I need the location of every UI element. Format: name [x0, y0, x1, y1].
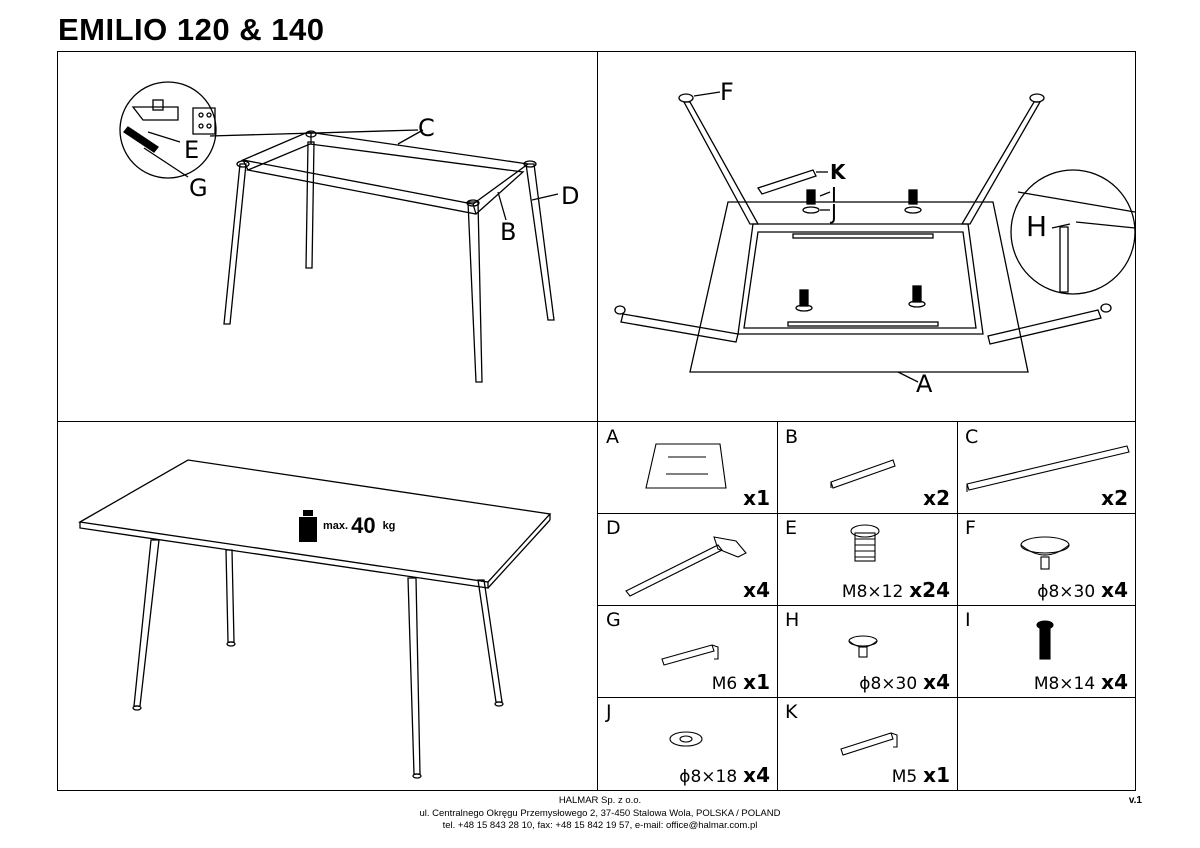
finished-table — [58, 422, 597, 790]
part-spec: x2 — [1101, 486, 1128, 510]
label-a: A — [916, 370, 933, 398]
divider-horizontal — [58, 421, 1135, 423]
label-e: E — [184, 136, 200, 164]
label-c: C — [418, 114, 435, 142]
step2-leg-assembly: F K I J H A — [598, 52, 1135, 421]
label-d: D — [561, 182, 580, 210]
label-b: B — [500, 218, 517, 246]
page-title: EMILIO 120 & 140 — [58, 12, 325, 47]
label-g: G — [189, 174, 208, 202]
part-letter: E — [785, 517, 798, 539]
grid-col-line — [777, 422, 779, 790]
part-letter: K — [785, 701, 798, 723]
company-footer: HALMAR Sp. z o.o. ul. Centralnego Okręgu… — [0, 795, 1200, 833]
part-spec: x2 — [923, 486, 950, 510]
part-letter: I — [965, 609, 971, 631]
label-k: K — [830, 160, 846, 184]
footer-company: HALMAR Sp. z o.o. — [558, 795, 642, 806]
footer-address: ul. Centralnego Okręgu Przemysłowego 2, … — [419, 807, 781, 819]
part-spec: x4 — [743, 578, 770, 602]
part-letter: J — [606, 701, 612, 723]
part-letter: D — [606, 517, 621, 539]
part-a: A x1 — [598, 422, 777, 513]
part-c: C x2 — [957, 422, 1135, 513]
step1-frame-assembly: C E G D B — [58, 52, 597, 421]
max-load-badge: max. 40 kg — [297, 510, 395, 542]
part-letter: H — [785, 609, 800, 631]
detail-circle — [119, 81, 217, 179]
part-d: D x4 — [598, 513, 777, 605]
footer-contact: tel. +48 15 843 28 10, fax: +48 15 842 1… — [442, 820, 758, 831]
tabletop-outline — [689, 201, 1029, 373]
max-load-prefix: max. — [323, 520, 349, 532]
part-spec: x1 — [743, 486, 770, 510]
instruction-frame — [57, 51, 1136, 791]
label-j: J — [831, 200, 837, 224]
weight-icon — [299, 510, 317, 542]
grid-row-line — [598, 605, 1135, 607]
grid-row-line — [598, 513, 1135, 515]
max-load-value: 40 — [351, 513, 376, 538]
label-f: F — [720, 78, 734, 106]
max-load-unit: kg — [382, 520, 396, 532]
label-i: I — [831, 183, 837, 207]
version-label: v.1 — [1128, 795, 1142, 806]
part-letter: F — [965, 517, 976, 539]
part-letter: C — [965, 426, 979, 448]
grid-row-line — [598, 697, 1135, 699]
part-b: B x2 — [777, 422, 957, 513]
part-letter: A — [606, 426, 619, 448]
grid-col-line — [957, 422, 959, 790]
part-letter: B — [785, 426, 799, 448]
label-h: H — [1026, 210, 1048, 243]
part-letter: G — [606, 609, 621, 631]
